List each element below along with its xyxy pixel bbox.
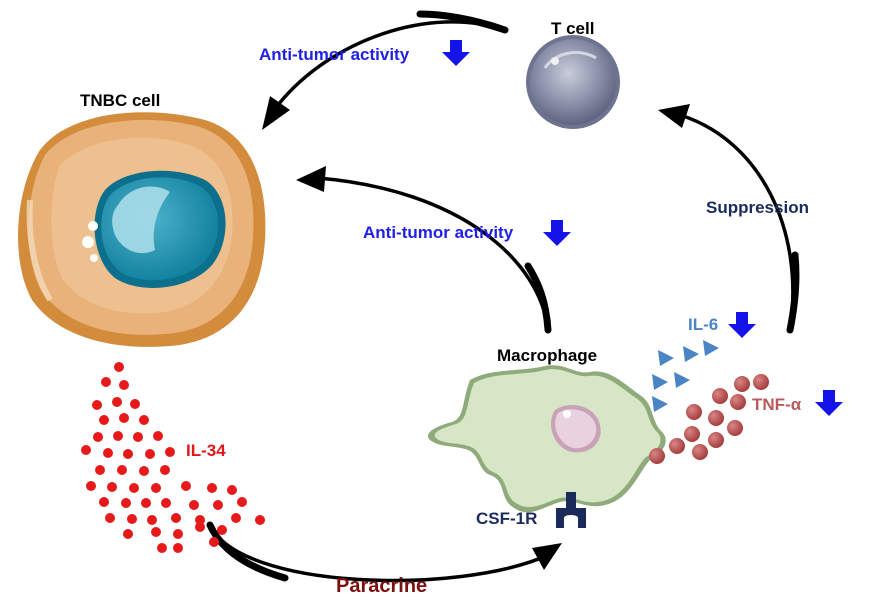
arrow-tcell-to-tnbc xyxy=(262,10,509,130)
anti-tumor-activity-mid-label: Anti-tumor activity xyxy=(363,223,514,242)
tnbc-cell xyxy=(18,112,266,347)
il6-molecules xyxy=(652,340,719,412)
tnf-molecules xyxy=(649,374,769,464)
arrow-paracrine xyxy=(206,521,562,583)
arrow-macrophage-to-tnbc xyxy=(296,166,552,334)
csf1r-receptor-icon xyxy=(556,492,586,528)
down-arrow-icon xyxy=(728,312,756,338)
tnbc-cell-label: TNBC cell xyxy=(80,91,160,110)
down-arrow-icon xyxy=(442,40,470,66)
down-arrow-icon xyxy=(815,390,843,416)
paracrine-label: Paracrine xyxy=(336,575,427,597)
t-cell xyxy=(526,35,620,129)
il34-molecules xyxy=(81,362,265,553)
t-cell-label: T cell xyxy=(551,19,594,38)
il34-label: IL-34 xyxy=(186,441,226,460)
macrophage xyxy=(428,365,666,513)
suppression-label: Suppression xyxy=(706,198,809,217)
anti-tumor-activity-top-label: Anti-tumor activity xyxy=(259,45,410,64)
down-arrow-icon xyxy=(543,220,571,246)
csf1r-label: CSF-1R xyxy=(476,509,537,528)
macrophage-label: Macrophage xyxy=(497,346,597,365)
il6-label: IL-6 xyxy=(688,315,718,334)
arrow-macrophage-to-tcell xyxy=(658,104,800,334)
tnf-alpha-label: TNF-α xyxy=(752,395,802,414)
